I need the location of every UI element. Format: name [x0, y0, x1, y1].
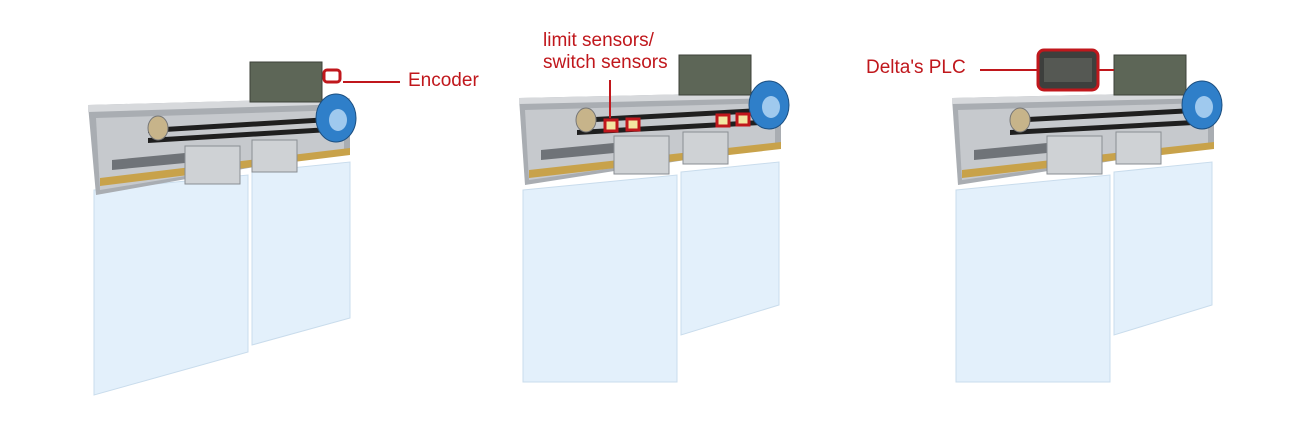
- carriage-right: [251, 139, 298, 173]
- limit-sensor-3: [715, 113, 731, 128]
- drive-belt: [148, 117, 330, 133]
- right-glass-leaf: [251, 161, 351, 346]
- encoder-highlight: [322, 68, 342, 84]
- carriage-right: [1115, 131, 1162, 165]
- control-board: [249, 61, 323, 103]
- door-operator-illustration: [519, 54, 790, 383]
- door-operator-illustration: [88, 61, 400, 396]
- panel-encoder: Encoder: [0, 0, 479, 439]
- encoder-label: Encoder: [408, 70, 479, 91]
- carriage-left: [184, 145, 241, 185]
- carriage-left: [613, 135, 670, 175]
- drive-belt: [577, 108, 761, 123]
- limit-sensor-4: [735, 112, 751, 127]
- idler-pulley: [1009, 107, 1031, 133]
- limit-sensor-2: [625, 117, 641, 132]
- panel-sensors: limit sensors/ switch sensors: [431, 0, 862, 439]
- control-board: [1113, 54, 1187, 96]
- plc-label: Delta's PLC: [866, 57, 966, 78]
- door-operator-illustration: [952, 48, 1223, 383]
- carriage-right: [682, 131, 729, 165]
- control-board: [678, 54, 752, 96]
- left-glass-leaf: [955, 174, 1111, 383]
- limit-sensor-1: [603, 118, 619, 133]
- sensors-label: limit sensors/ switch sensors: [543, 30, 668, 73]
- left-glass-leaf: [93, 174, 249, 396]
- left-glass-leaf: [522, 174, 678, 383]
- panel-plc: Delta's PLC: [862, 0, 1293, 439]
- drive-belt: [1010, 108, 1194, 123]
- right-glass-leaf: [680, 161, 780, 336]
- carriage-left: [1046, 135, 1103, 175]
- idler-pulley: [575, 107, 597, 133]
- idler-pulley: [147, 115, 169, 141]
- right-glass-leaf: [1113, 161, 1213, 336]
